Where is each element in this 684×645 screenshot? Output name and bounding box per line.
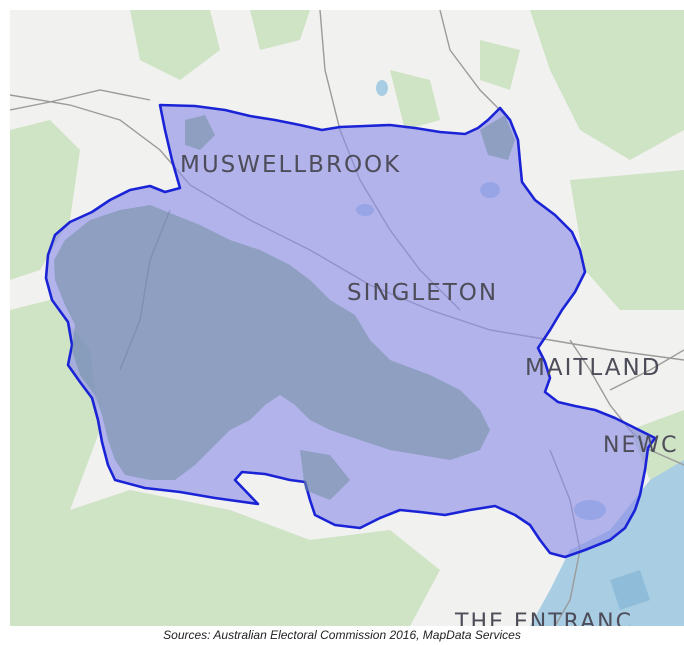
map-canvas[interactable]: MUSWELLBROOK SINGLETON MAITLAND NEWC THE…	[10, 10, 684, 626]
map-svg: MUSWELLBROOK SINGLETON MAITLAND NEWC THE…	[10, 10, 684, 626]
place-label-singleton: SINGLETON	[347, 280, 498, 306]
place-label-newcastle: NEWC	[603, 433, 678, 458]
place-label-maitland: MAITLAND	[525, 355, 661, 381]
map-credits: Sources: Australian Electoral Commission…	[163, 628, 521, 642]
place-label-muswellbrook: MUSWELLBROOK	[180, 152, 401, 178]
place-label-the-entrance: THE ENTRANC	[454, 610, 633, 626]
forest-inside-electorate	[54, 115, 515, 500]
